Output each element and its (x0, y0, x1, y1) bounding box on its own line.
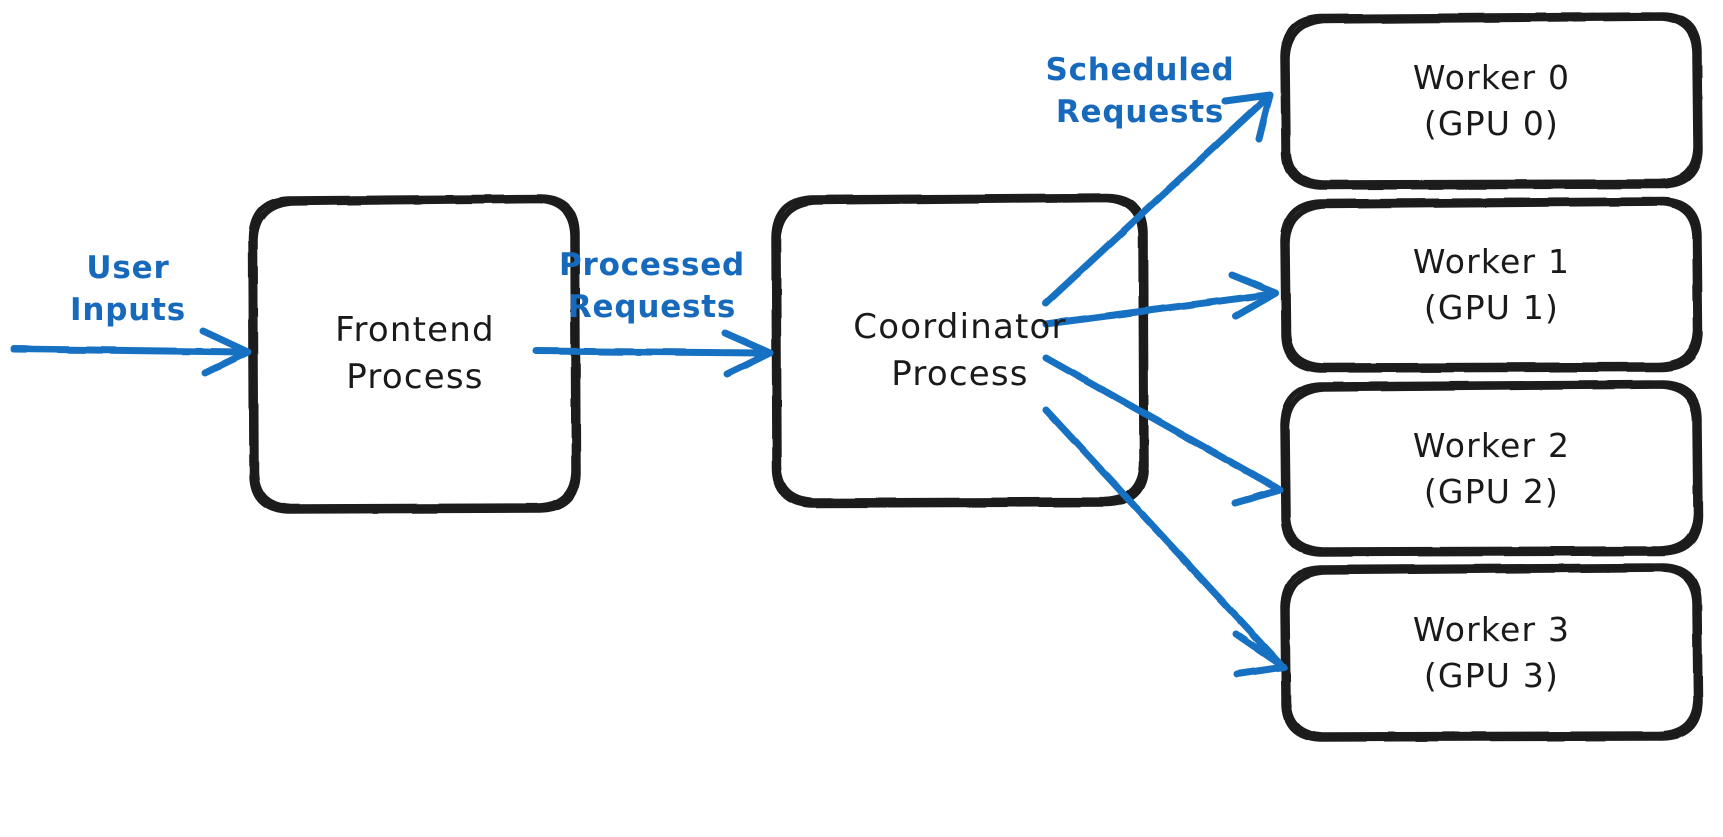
node-worker2-line2: (GPU 2) (1423, 471, 1560, 511)
arrow-coordinator-worker0 (1042, 91, 1274, 307)
edge-label-user-inputs-line1: User (86, 250, 170, 286)
worker3-box-outline (1280, 563, 1703, 742)
node-coordinator-line2: Process (891, 353, 1029, 394)
node-worker1-line1: Worker 1 (1412, 242, 1571, 282)
node-worker1-line2: (GPU 1) (1423, 288, 1560, 327)
arrow-processed-requests (532, 329, 774, 378)
node-coordinator[interactable]: Coordinator Process (774, 196, 1146, 505)
node-worker0-line2: (GPU 0) (1423, 104, 1560, 143)
arrow-coordinator-worker2 (1042, 354, 1284, 507)
edge-label-scheduled-requests-line2: Requests (1055, 93, 1225, 130)
worker0-box-outline (1280, 12, 1703, 190)
node-worker3[interactable]: Worker 3 (GPU 3) (1283, 566, 1700, 739)
node-worker2[interactable]: Worker 2 (GPU 2) (1283, 383, 1700, 554)
edge-label-scheduled-requests-line1: Scheduled (1045, 52, 1235, 88)
node-worker2-line1: Worker 2 (1412, 425, 1571, 465)
node-frontend-line1: Frontend (335, 310, 495, 351)
node-worker3-line1: Worker 3 (1412, 609, 1571, 649)
arrow-coordinator-worker3 (1042, 406, 1288, 678)
node-frontend-line2: Process (346, 357, 484, 397)
frontend-box-outline (248, 194, 581, 514)
worker1-box-outline (1280, 197, 1703, 373)
node-worker0-line1: Worker 0 (1412, 58, 1571, 98)
edge-label-processed-requests-line1: Processed (558, 247, 746, 283)
worker2-box-outline (1280, 380, 1703, 557)
edge-label-processed-requests-line2: Requests (567, 288, 737, 325)
edge-label-processed-requests: Processed Requests (552, 245, 752, 329)
node-frontend[interactable]: Frontend Process (252, 197, 578, 511)
edge-label-scheduled-requests: Scheduled Requests (1040, 50, 1240, 134)
edge-label-user-inputs-line2: Inputs (70, 291, 186, 328)
node-worker3-line2: (GPU 3) (1423, 655, 1560, 695)
arrow-coordinator-worker1 (1042, 271, 1280, 328)
arrow-user-inputs (10, 327, 252, 377)
node-worker0[interactable]: Worker 0 (GPU 0) (1283, 15, 1700, 187)
node-coordinator-line1: Coordinator (853, 306, 1067, 347)
node-worker1[interactable]: Worker 1 (GPU 1) (1283, 200, 1700, 370)
edge-label-user-inputs: User Inputs (48, 248, 208, 332)
